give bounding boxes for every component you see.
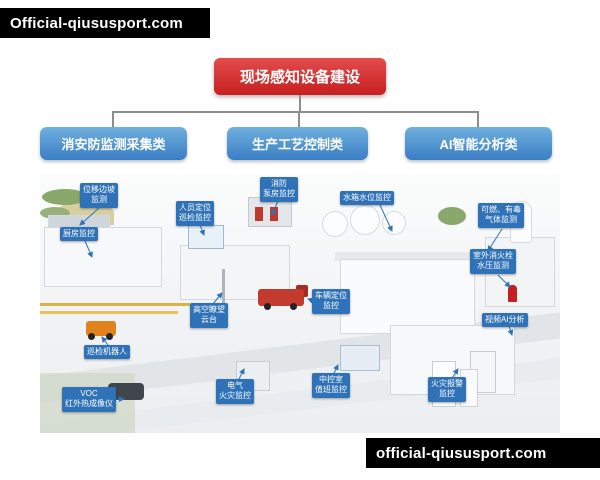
org-root-label: 现场感知设备建设 bbox=[239, 69, 360, 86]
label-video-ai-analysis: 视频AI分析 bbox=[482, 313, 528, 328]
watermark-bottom-text: official-qiususport.com bbox=[376, 444, 547, 462]
robot-wheel bbox=[106, 333, 113, 340]
label-vehicle-positioning: 车辆定位 监控 bbox=[312, 289, 350, 314]
truck-wheel bbox=[290, 303, 297, 310]
label-kitchen-monitoring: 厨房监控 bbox=[60, 227, 98, 242]
robot-dog-figure bbox=[108, 383, 144, 400]
building-roof-right bbox=[335, 252, 480, 261]
connector-root-down bbox=[299, 95, 301, 112]
tree bbox=[438, 207, 466, 225]
storage-tank bbox=[350, 205, 380, 235]
control-room-screen bbox=[340, 345, 380, 371]
inspection-robot-figure bbox=[86, 321, 116, 336]
label-control-room-duty: 中控室 值班监控 bbox=[312, 373, 350, 398]
label-inspection-robot: 巡检机器人 bbox=[84, 345, 130, 360]
connector-drop-2 bbox=[298, 111, 300, 127]
label-slope-displacement-monitoring: 位移边坡 监测 bbox=[80, 183, 118, 208]
connector-horizontal bbox=[112, 111, 478, 113]
connector-drop-3 bbox=[477, 111, 479, 127]
fire-pump bbox=[270, 207, 278, 221]
watermark-top: Official-qiususport.com bbox=[0, 8, 210, 38]
robot-wheel bbox=[88, 333, 95, 340]
org-child-ai-analysis: AI智能分析类 bbox=[405, 127, 552, 160]
watermark-top-text: Official-qiususport.com bbox=[10, 14, 183, 32]
label-fire-pump-room-monitoring: 消防 泵房监控 bbox=[260, 177, 298, 202]
fire-truck bbox=[258, 289, 304, 306]
storage-tank bbox=[322, 211, 348, 237]
watermark-bottom: official-qiususport.com bbox=[366, 438, 600, 468]
truck-wheel bbox=[264, 303, 271, 310]
tree bbox=[42, 189, 88, 205]
label-voc-thermal-imager: VOC 红外热成像仪 bbox=[62, 387, 116, 412]
label-personnel-positioning-patrol: 人员定位 巡检监控 bbox=[176, 201, 214, 226]
connector-drop-1 bbox=[112, 111, 114, 127]
fire-pump bbox=[255, 207, 263, 221]
fire-hydrant-figure bbox=[508, 285, 517, 302]
label-fire-alarm-monitoring: 火灾报警 监控 bbox=[428, 377, 466, 402]
org-child-fire-security: 消安防监测采集类 bbox=[40, 127, 187, 160]
plant-diagram: 位移边坡 监测 人员定位 巡检监控 消防 泵房监控 水箱水位监控 可燃、有毒 气… bbox=[40, 175, 560, 433]
label-high-altitude-ptz: 高空瞭望 云台 bbox=[190, 303, 228, 328]
label-electrical-fire-monitoring: 电气 火灾监控 bbox=[216, 379, 254, 404]
watchtower-mast bbox=[222, 269, 225, 307]
storage-tank bbox=[382, 211, 406, 235]
personnel-positioning-screen bbox=[188, 225, 224, 249]
building-right bbox=[340, 259, 475, 334]
label-outdoor-hydrant-pressure: 室外消火栓 水压监测 bbox=[470, 249, 516, 274]
org-root-node: 现场感知设备建设 bbox=[214, 58, 386, 95]
org-child-fire-security-label: 消安防监测采集类 bbox=[61, 137, 166, 152]
pipeline bbox=[40, 311, 178, 314]
label-gas-detection: 可燃、有毒 气体监测 bbox=[478, 203, 524, 228]
org-child-process-control-label: 生产工艺控制类 bbox=[251, 137, 343, 152]
org-child-process-control: 生产工艺控制类 bbox=[227, 127, 368, 160]
org-child-ai-analysis-label: AI智能分析类 bbox=[439, 137, 518, 152]
label-water-tank-level-monitoring: 水箱水位监控 bbox=[340, 191, 394, 206]
pipeline bbox=[40, 303, 190, 306]
